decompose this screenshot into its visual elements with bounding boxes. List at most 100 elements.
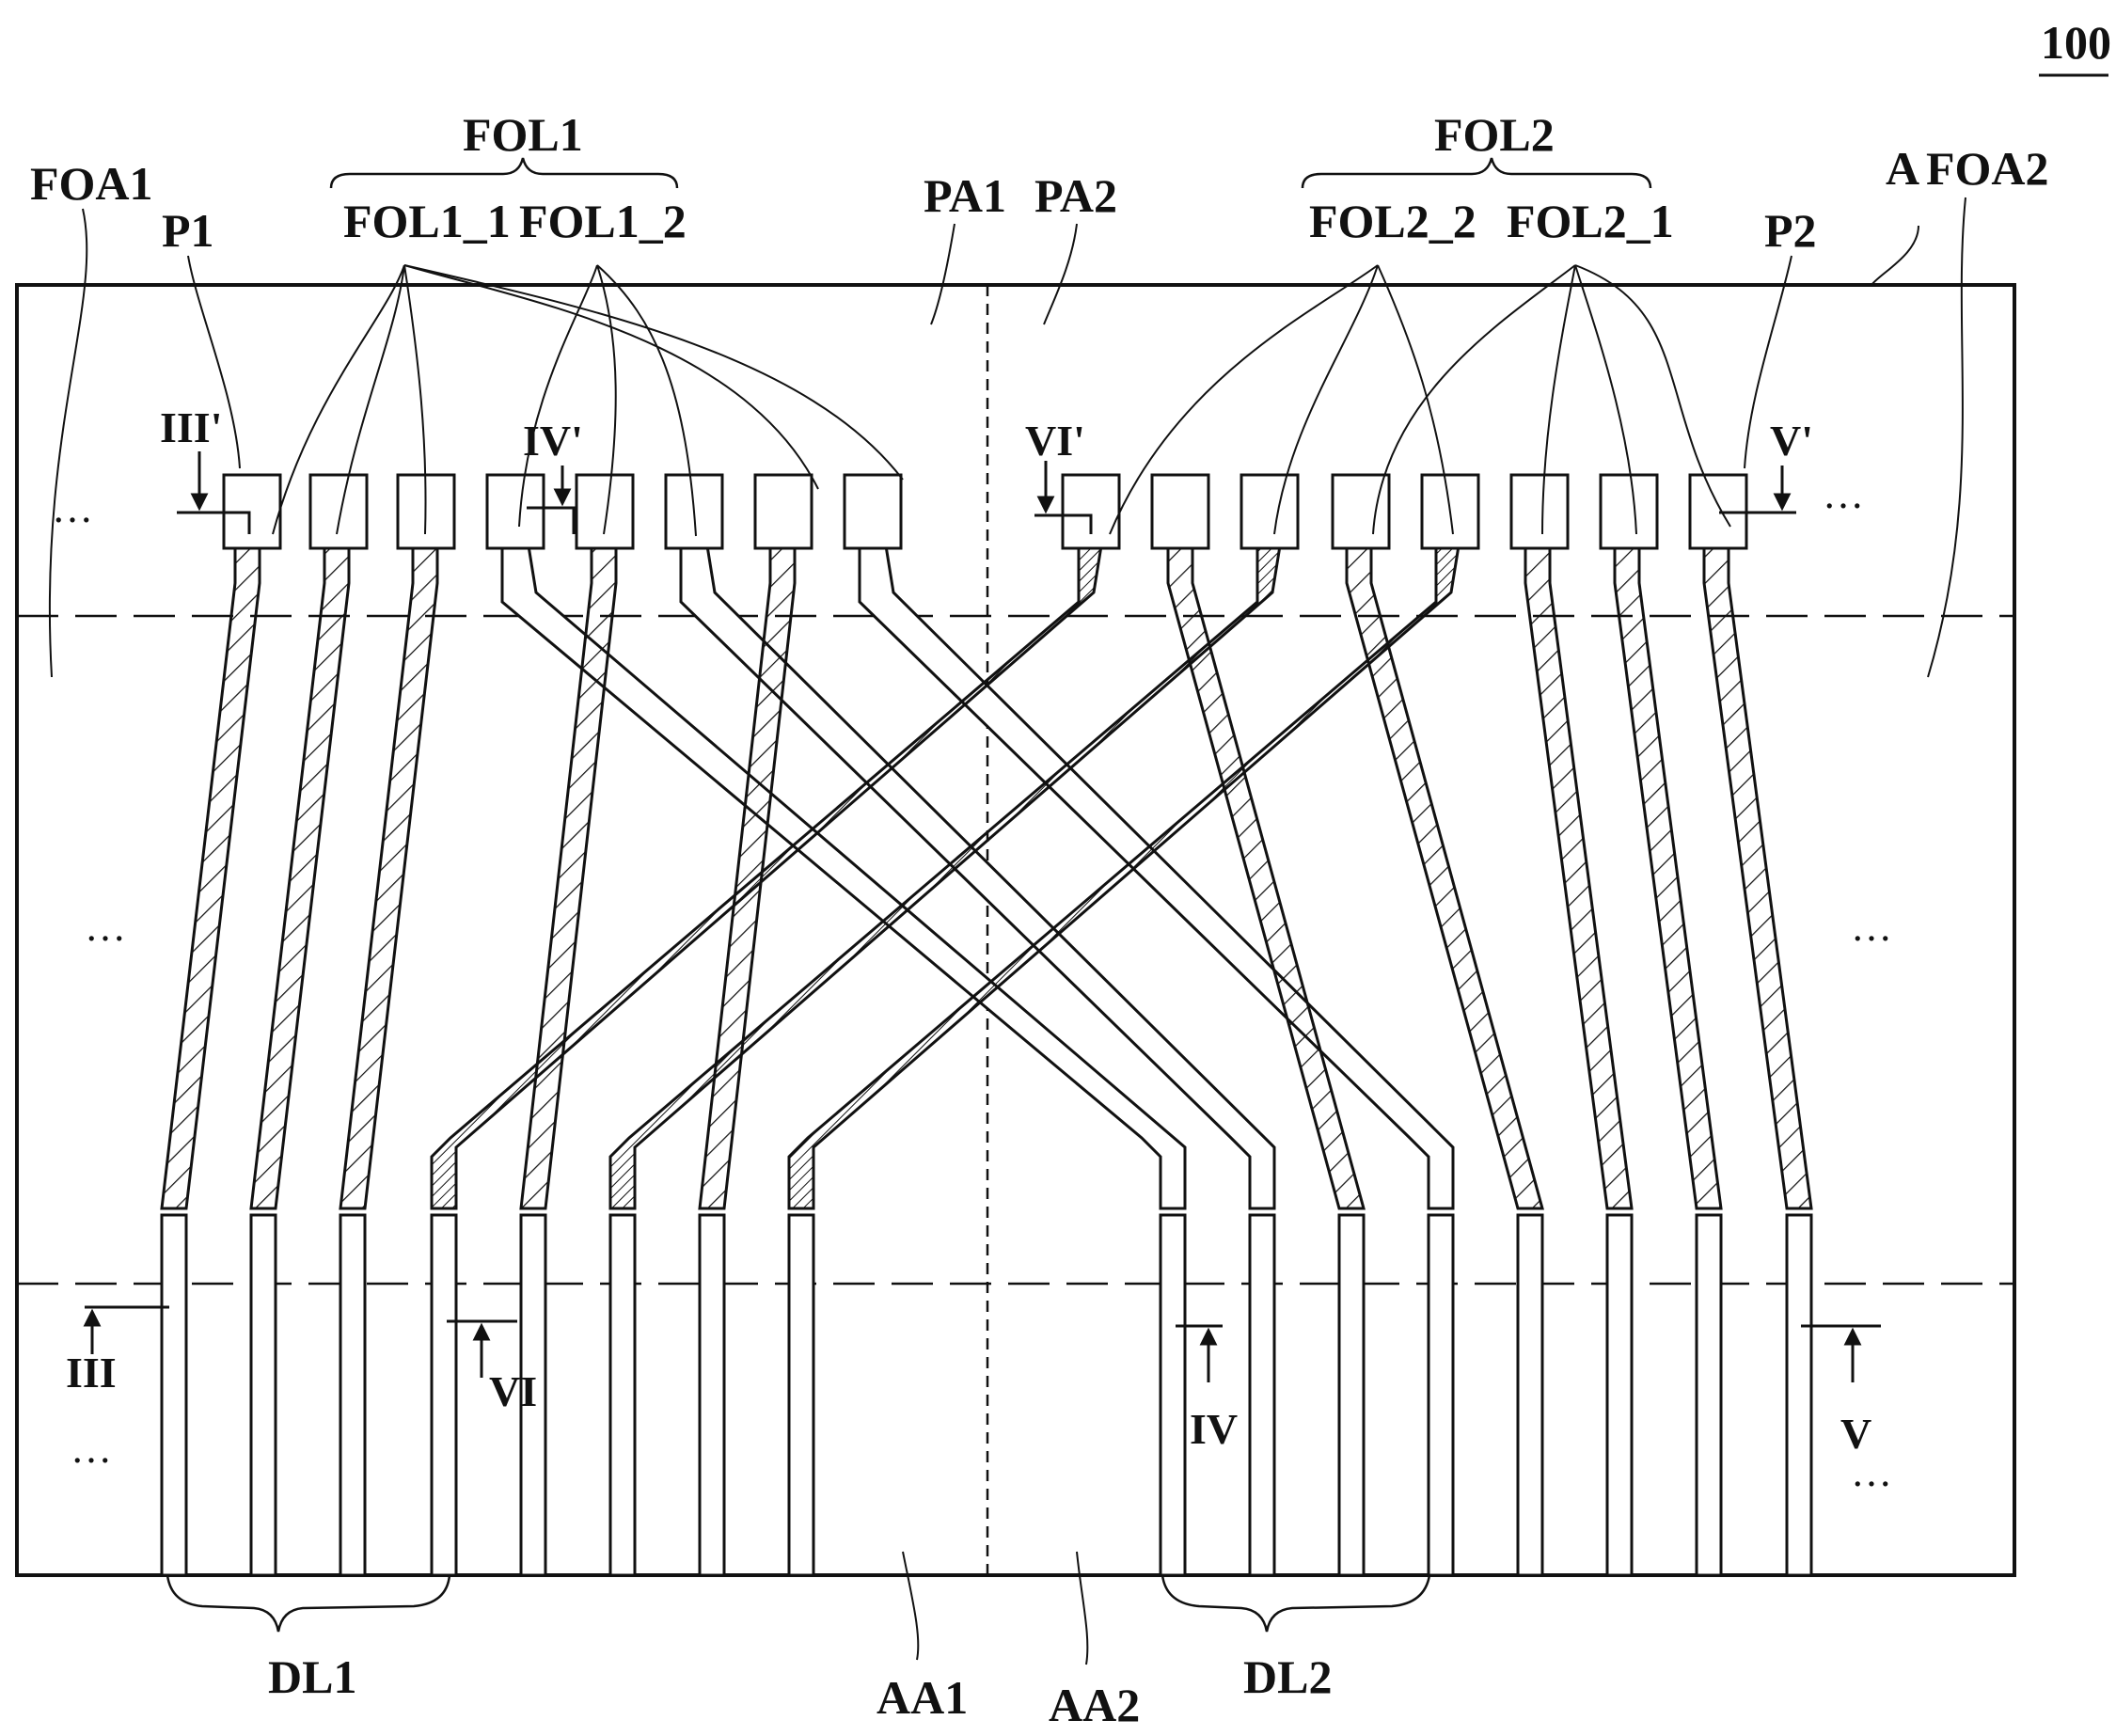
label-p2: P2 xyxy=(1764,204,1817,257)
data-lines-group xyxy=(160,1213,1813,1577)
fanout-line-3 xyxy=(339,532,439,1210)
leader-lines-group xyxy=(48,197,1966,1665)
section-arrow-head-2 xyxy=(83,1308,102,1327)
label-section-vi-top: VI' xyxy=(1025,417,1085,465)
label-section-iii-bottom: III xyxy=(66,1349,117,1397)
pad-8 xyxy=(843,473,903,550)
section-line-7 xyxy=(1034,513,1093,534)
fanout-lines-group xyxy=(160,532,1813,1210)
fanout-line-12 xyxy=(1345,532,1544,1210)
data-line-4 xyxy=(430,1213,458,1577)
section-arrow-head-6 xyxy=(1843,1327,1862,1346)
leader-21 xyxy=(930,223,955,325)
data-line-10 xyxy=(1248,1213,1276,1577)
pad-7 xyxy=(753,473,813,550)
data-line-16 xyxy=(1785,1213,1813,1577)
brace-dl2 xyxy=(1161,1574,1431,1633)
label-dl1: DL1 xyxy=(268,1650,356,1703)
section-marks-group xyxy=(83,451,1881,1382)
label-aa2: AA2 xyxy=(1049,1679,1140,1731)
leader-16 xyxy=(48,208,88,678)
pad-9 xyxy=(1061,473,1121,550)
data-line-3 xyxy=(339,1213,367,1577)
fanout-line-6 xyxy=(679,532,1276,1210)
fanout-line-10 xyxy=(1166,532,1366,1210)
label-fol2-2: FOL2_2 xyxy=(1309,195,1476,247)
figure-number: 100 xyxy=(2041,16,2111,69)
data-line-2 xyxy=(249,1213,277,1577)
pad-10 xyxy=(1150,473,1210,550)
section-arrow-head-8 xyxy=(472,1322,491,1341)
pad-4 xyxy=(485,473,545,550)
data-line-7 xyxy=(698,1213,726,1577)
pad-13 xyxy=(1420,473,1480,550)
brace-fol2 xyxy=(1301,157,1652,189)
label-pa2: PA2 xyxy=(1034,169,1117,222)
fanout-line-14 xyxy=(1524,532,1634,1210)
label-section-v-top: V' xyxy=(1770,417,1813,465)
label-section-iv-bottom: IV xyxy=(1190,1405,1238,1453)
fanout-line-11 xyxy=(608,532,1284,1210)
label-fol1-1: FOL1_1 xyxy=(343,195,511,247)
leader-5 xyxy=(403,264,904,481)
section-arrow-head-3 xyxy=(553,488,572,507)
brace-dl1 xyxy=(166,1574,451,1633)
data-line-1 xyxy=(160,1213,188,1577)
pad-5 xyxy=(575,473,635,550)
pad-11 xyxy=(1240,473,1300,550)
leader-6 xyxy=(518,264,598,528)
section-arrow-head-5 xyxy=(1773,493,1792,512)
leader-12 xyxy=(1372,264,1576,535)
leader-17 xyxy=(1927,197,1966,678)
label-fol1: FOL1 xyxy=(463,108,583,161)
pad-12 xyxy=(1331,473,1391,550)
ellipsis-right-bottom: … xyxy=(1851,1449,1896,1495)
ellipsis-left-top: … xyxy=(52,485,97,531)
leader-4 xyxy=(403,264,819,490)
leader-19 xyxy=(1744,255,1792,469)
fanout-line-16 xyxy=(1702,532,1813,1210)
data-line-6 xyxy=(608,1213,637,1577)
label-foa1: FOA1 xyxy=(30,157,153,210)
fanout-line-1 xyxy=(160,532,261,1210)
fanout-line-9 xyxy=(430,532,1105,1210)
leader-11 xyxy=(1377,264,1454,535)
leader-9 xyxy=(1109,264,1379,535)
leader-1 xyxy=(272,264,405,535)
pad-14 xyxy=(1509,473,1570,550)
data-line-9 xyxy=(1159,1213,1187,1577)
section-arrow-head-4 xyxy=(1199,1327,1218,1346)
leader-13 xyxy=(1541,264,1576,535)
label-aa1: AA1 xyxy=(876,1671,968,1724)
leader-23 xyxy=(902,1551,920,1661)
data-line-8 xyxy=(787,1213,815,1577)
pads-group xyxy=(222,473,1748,550)
data-line-5 xyxy=(519,1213,547,1577)
leader-10 xyxy=(1273,264,1379,535)
fanout-line-2 xyxy=(249,532,351,1210)
label-p1: P1 xyxy=(162,204,214,257)
data-line-15 xyxy=(1695,1213,1723,1577)
section-arrow-head-1 xyxy=(190,493,209,512)
data-line-13 xyxy=(1516,1213,1544,1577)
fanout-line-4 xyxy=(500,532,1187,1210)
leader-8 xyxy=(596,264,697,537)
leader-14 xyxy=(1574,264,1637,535)
section-arrow-head-7 xyxy=(1036,496,1055,514)
ellipsis-right-top: … xyxy=(1823,471,1868,517)
leader-2 xyxy=(336,264,405,535)
label-foa2: FOA2 xyxy=(1926,142,2049,195)
fanout-line-8 xyxy=(858,532,1455,1210)
section-line-1 xyxy=(177,511,251,534)
label-dl2: DL2 xyxy=(1243,1650,1332,1703)
leader-22 xyxy=(1043,223,1078,325)
label-fol2-1: FOL2_1 xyxy=(1507,195,1674,247)
label-a: A xyxy=(1886,142,1919,195)
leader-3 xyxy=(403,264,427,535)
label-pa1: PA1 xyxy=(924,169,1006,222)
label-section-iv-top: IV' xyxy=(523,417,583,465)
leader-7 xyxy=(596,264,617,535)
fanout-line-15 xyxy=(1613,532,1723,1210)
ellipsis-left-mid: … xyxy=(85,904,130,950)
